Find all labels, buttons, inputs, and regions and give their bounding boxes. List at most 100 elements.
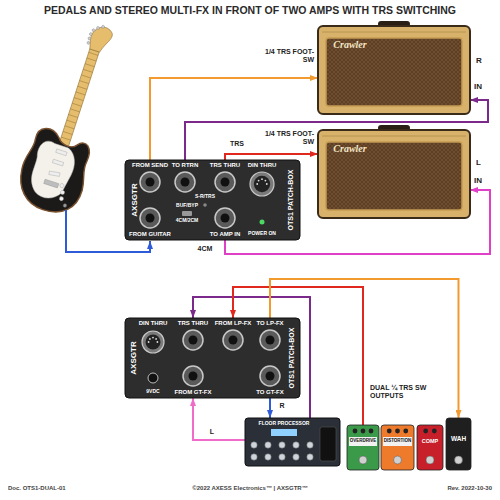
pedal-footswitch	[394, 456, 402, 464]
signal-cable	[269, 398, 271, 418]
pedal-name: DISTORTION	[384, 439, 412, 444]
processor-screen	[271, 429, 297, 436]
jack-callout: 1/4 TRS FOOT-SW	[262, 48, 314, 64]
jack-socket	[140, 172, 160, 192]
cable-label: 4CM	[197, 245, 214, 252]
jack-label: 9VDC	[146, 389, 159, 394]
pedal-footswitch	[359, 456, 367, 464]
expression-pedal	[320, 427, 336, 461]
cable-label: R	[278, 402, 285, 409]
led	[203, 203, 207, 207]
jack-label: FROM LP-FX	[215, 320, 252, 326]
guitar-headstock	[87, 24, 114, 54]
pedal-knob	[403, 429, 408, 434]
jack-label: FROM SEND	[132, 162, 168, 168]
jack-label: TO LP-FX	[256, 320, 283, 326]
cable-label: TRS	[229, 140, 245, 147]
patch-box-outline	[125, 318, 300, 398]
patch-box-outline	[125, 160, 300, 240]
jack-label: TRS THRU	[178, 320, 208, 326]
jack-label: TRS THRU	[210, 162, 240, 168]
footswitch	[251, 454, 257, 460]
pedal-label-panel	[383, 437, 412, 446]
effect-pedal-outline	[347, 425, 379, 470]
patch-box: AXSGTR DIN THRU TRS THRU FROM LP-FX TO LP-FX…	[125, 318, 300, 398]
effect-pedal-outline	[381, 425, 414, 470]
amp-panel-line	[322, 32, 466, 33]
jack-socket	[140, 208, 160, 228]
fret-line	[76, 92, 85, 95]
pedal-knob	[369, 429, 374, 434]
fret-line	[85, 64, 94, 67]
fret-line	[89, 52, 98, 55]
amp-panel-line	[322, 136, 466, 137]
channel-label: L	[476, 158, 481, 167]
pedal-name: WAH	[451, 436, 466, 443]
brand-mark: AXSGTR	[131, 183, 139, 216]
footswitch	[265, 454, 271, 460]
footswitch	[307, 442, 313, 448]
wah-pedal: WAH	[446, 418, 471, 470]
pedal-knob	[423, 429, 428, 434]
pedal-enclosure	[381, 425, 414, 470]
wah-pedal-outline	[446, 418, 471, 470]
amp-grille	[326, 142, 462, 210]
guitar-pickup	[52, 159, 63, 166]
fret-line	[83, 69, 92, 72]
jack-socket	[215, 208, 235, 228]
led-label: POWER ON	[248, 231, 276, 236]
effect-pedal: OVERDRIVE	[347, 425, 379, 470]
copyright-note: ©2022 AXESS Electronics™ | AXSGTR™	[192, 485, 307, 492]
brand-mark: AXSGTR	[130, 341, 138, 374]
processor-housing	[245, 418, 340, 466]
fret-line	[72, 103, 81, 106]
footswitch	[279, 442, 285, 448]
jack-label: TO AMP IN	[210, 231, 241, 237]
signal-cable	[150, 78, 318, 160]
fret-line	[70, 109, 79, 112]
amp-grille	[326, 38, 462, 106]
footswitch	[307, 454, 313, 460]
amp-cabinet	[318, 26, 470, 114]
guitar-frets	[61, 52, 98, 140]
guitar-illustration	[12, 15, 133, 219]
input-label: IN	[474, 176, 482, 185]
revision-note: Rev. 2022-10-30	[447, 485, 492, 492]
toggle-switch	[182, 211, 192, 216]
guitar-knob	[60, 190, 65, 195]
channel-label: R	[476, 56, 482, 65]
jack-label: FROM GUITAR	[129, 231, 171, 237]
pedal-footswitch	[426, 456, 434, 464]
effect-pedal: DISTORTION	[381, 425, 414, 470]
guitar-neck	[58, 49, 99, 150]
jack-socket	[223, 330, 243, 350]
jack-socket	[260, 330, 280, 350]
signal-cable	[225, 154, 318, 160]
pedal-footswitch	[455, 456, 463, 464]
model-name: OTS1 PATCH-BOX	[288, 328, 295, 389]
effect-pedal-outline	[417, 425, 443, 470]
patch-box: AXSGTRFROM SENDTO RTRNTRS THRUDIN THRUS-…	[125, 160, 300, 240]
pedal-name: COMP	[422, 439, 439, 445]
jack-label: DIN THRU	[139, 320, 168, 326]
jack-label: TO GT-FX	[256, 389, 284, 395]
jack-label: DIN THRU	[248, 162, 277, 168]
guitar-pickup	[56, 149, 67, 156]
fret-line	[63, 131, 72, 134]
pedal-knob	[387, 429, 392, 434]
pedal-enclosure	[446, 418, 471, 470]
pedal-enclosure	[417, 425, 443, 470]
switch-label: BUF/BYP	[176, 203, 198, 208]
effect-pedal: COMP	[417, 425, 443, 470]
dc-jack	[148, 373, 158, 383]
pedal-enclosure	[347, 425, 379, 470]
fret-line	[65, 126, 74, 129]
pedal-name: OVERDRIVE	[350, 439, 377, 444]
guitar-pickup	[49, 171, 60, 176]
fret-line	[78, 86, 87, 89]
device-name: FLOOR PROCESSOR	[259, 421, 310, 426]
jack-label: TO RTRN	[172, 162, 199, 168]
jack-socket	[183, 366, 203, 386]
diagram-title: PEDALS AND STEREO MULTI-FX IN FRONT OF T…	[0, 4, 500, 16]
